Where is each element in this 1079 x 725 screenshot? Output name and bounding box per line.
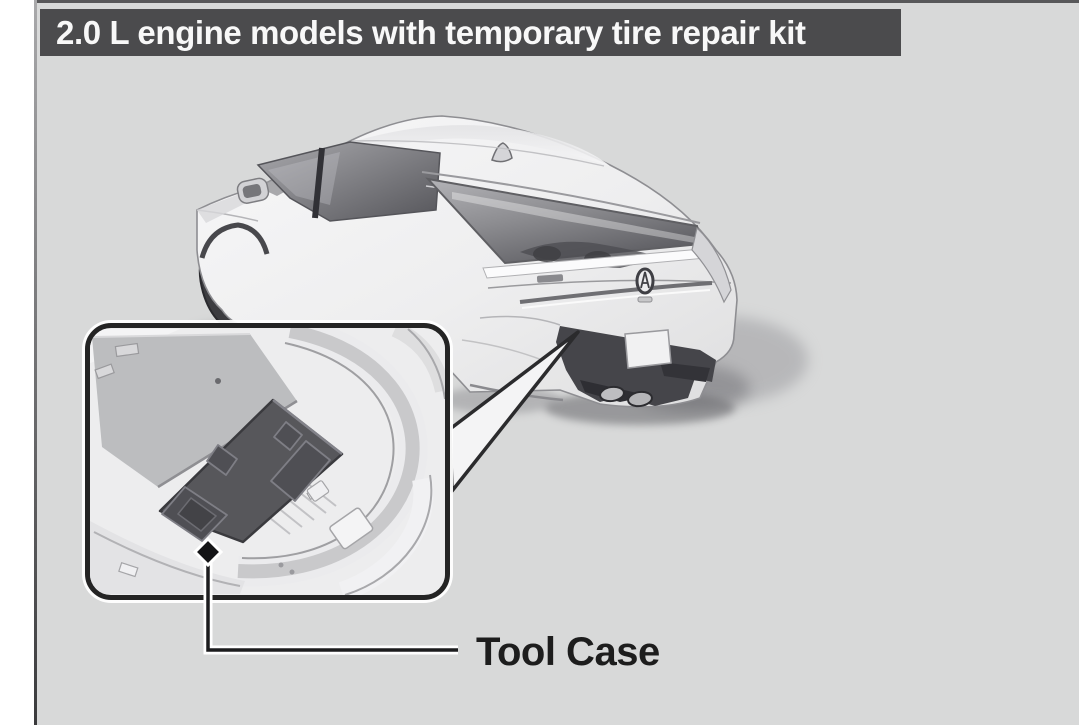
trunk-inset-callout xyxy=(85,323,450,600)
tool-case xyxy=(158,398,344,544)
tool-case-label: Tool Case xyxy=(476,630,660,674)
acura-emblem-icon xyxy=(635,267,655,303)
header-bar: 2.0 L engine models with temporary tire … xyxy=(40,9,901,56)
exhaust-tip xyxy=(627,390,653,408)
trunk-interior-illustration xyxy=(90,328,445,595)
license-plate xyxy=(624,329,672,369)
side-mirror-icon xyxy=(236,177,270,204)
callout-wedge xyxy=(448,330,580,493)
exhaust-tip xyxy=(599,385,625,403)
content-area: 2.0 L engine models with temporary tire … xyxy=(37,0,1079,725)
sill-trim-piece xyxy=(306,480,330,502)
side-windows xyxy=(256,141,441,222)
header-title: 2.0 L engine models with temporary tire … xyxy=(56,13,806,51)
model-badge xyxy=(536,274,564,283)
b-pillar xyxy=(312,147,325,219)
front-wheel-arch xyxy=(199,222,270,259)
page-left-border xyxy=(34,0,37,725)
sill-trim-piece xyxy=(329,507,374,550)
tail-light-bar xyxy=(519,226,732,309)
